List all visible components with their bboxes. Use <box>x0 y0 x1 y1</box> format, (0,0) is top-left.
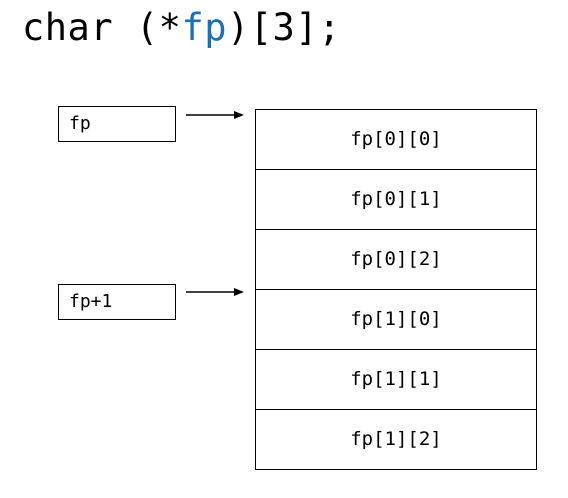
memory-cell: fp[1][1] <box>256 350 536 410</box>
pointer-box-fp: fp <box>58 106 176 142</box>
arrow-fp-plus-1-icon <box>186 288 244 296</box>
declaration-suffix: )[3]; <box>227 6 341 49</box>
memory-cell: fp[0][2] <box>256 230 536 290</box>
memory-cell: fp[0][1] <box>256 170 536 230</box>
pointer-box-fp-plus-1: fp+1 <box>58 284 176 320</box>
memory-cell: fp[1][2] <box>350 428 442 450</box>
memory-cell: fp[0][0] <box>256 110 536 170</box>
memory-block: fp[0][0] fp[0][1] fp[0][2] fp[1][0] fp[1… <box>255 109 537 470</box>
declaration-code: char (*fp)[3]; <box>22 2 341 54</box>
arrow-fp-icon <box>186 111 244 119</box>
memory-cell: fp[1][0] <box>256 290 536 350</box>
declaration-identifier: fp <box>181 6 227 49</box>
declaration-prefix: char (* <box>22 6 182 49</box>
